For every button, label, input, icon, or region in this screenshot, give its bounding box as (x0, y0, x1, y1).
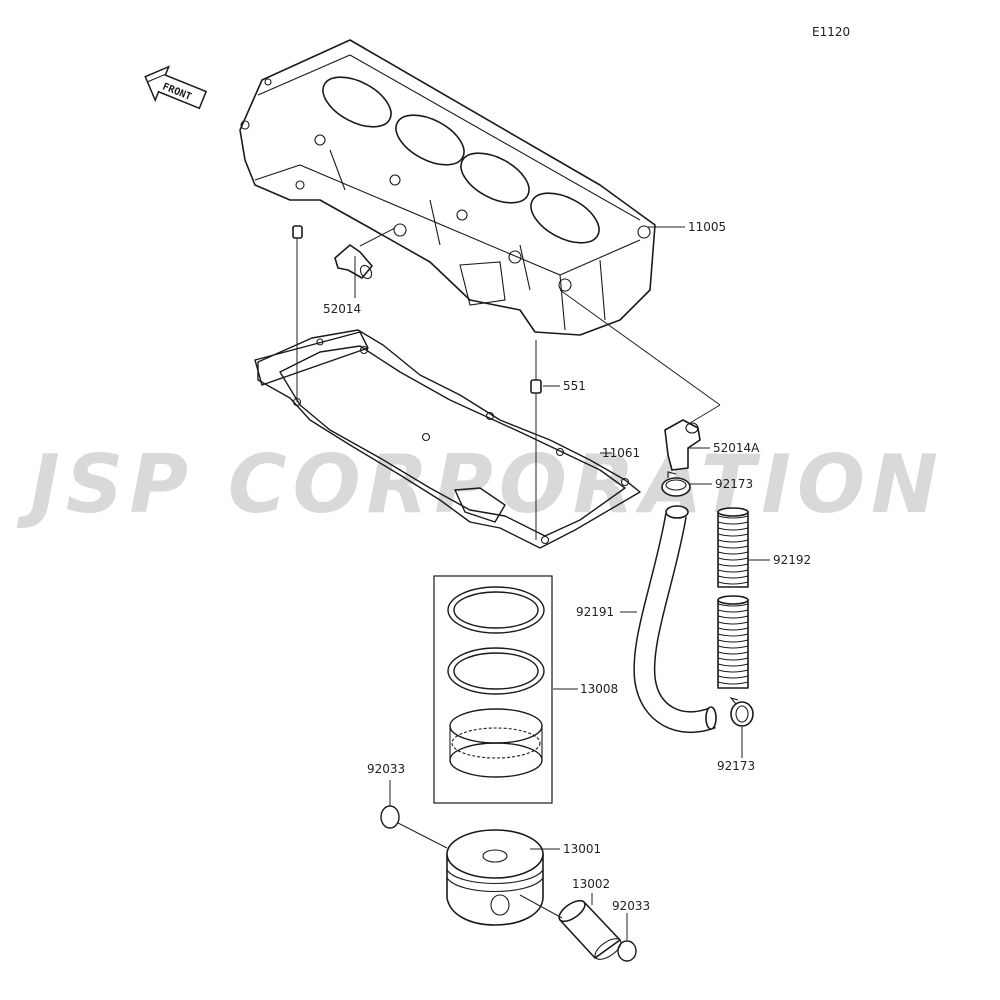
label-fitting-52014: 52014 (323, 302, 361, 316)
diagram-code: E1120 (812, 25, 850, 39)
label-tube-92192: 92192 (773, 553, 811, 567)
front-arrow-icon: FRONT (144, 65, 208, 110)
tube-92192 (717, 507, 749, 689)
label-clamp-upper: 92173 (715, 477, 753, 491)
piston-pin (558, 899, 622, 960)
piston (446, 829, 544, 926)
label-base-gasket: 11061 (602, 446, 640, 460)
label-dowel-pin: 551 (563, 379, 586, 393)
leader-lines (296, 226, 770, 940)
dowel-pin (530, 379, 542, 394)
label-piston: 13001 (563, 842, 601, 856)
circlip-right (617, 940, 637, 962)
cylinder-block (239, 39, 656, 336)
clamp-lower (729, 696, 754, 727)
base-gasket (254, 329, 641, 549)
label-clamp-lower: 92173 (717, 759, 755, 773)
label-piston-pin: 13002 (572, 877, 610, 891)
circlip-left (380, 805, 400, 829)
piston-ring-set (433, 575, 553, 804)
fitting-52014 (334, 244, 373, 280)
clamp-upper (661, 471, 691, 497)
hose-92191 (633, 505, 717, 733)
dowel-pin-left (292, 225, 303, 239)
label-fitting-52014a: 52014A (713, 441, 760, 455)
label-circlip-left: 92033 (367, 762, 405, 776)
label-cylinder: 11005 (688, 220, 726, 234)
label-circlip-right: 92033 (612, 899, 650, 913)
label-piston-ring-set: 13008 (580, 682, 618, 696)
label-hose-92191: 92191 (576, 605, 614, 619)
